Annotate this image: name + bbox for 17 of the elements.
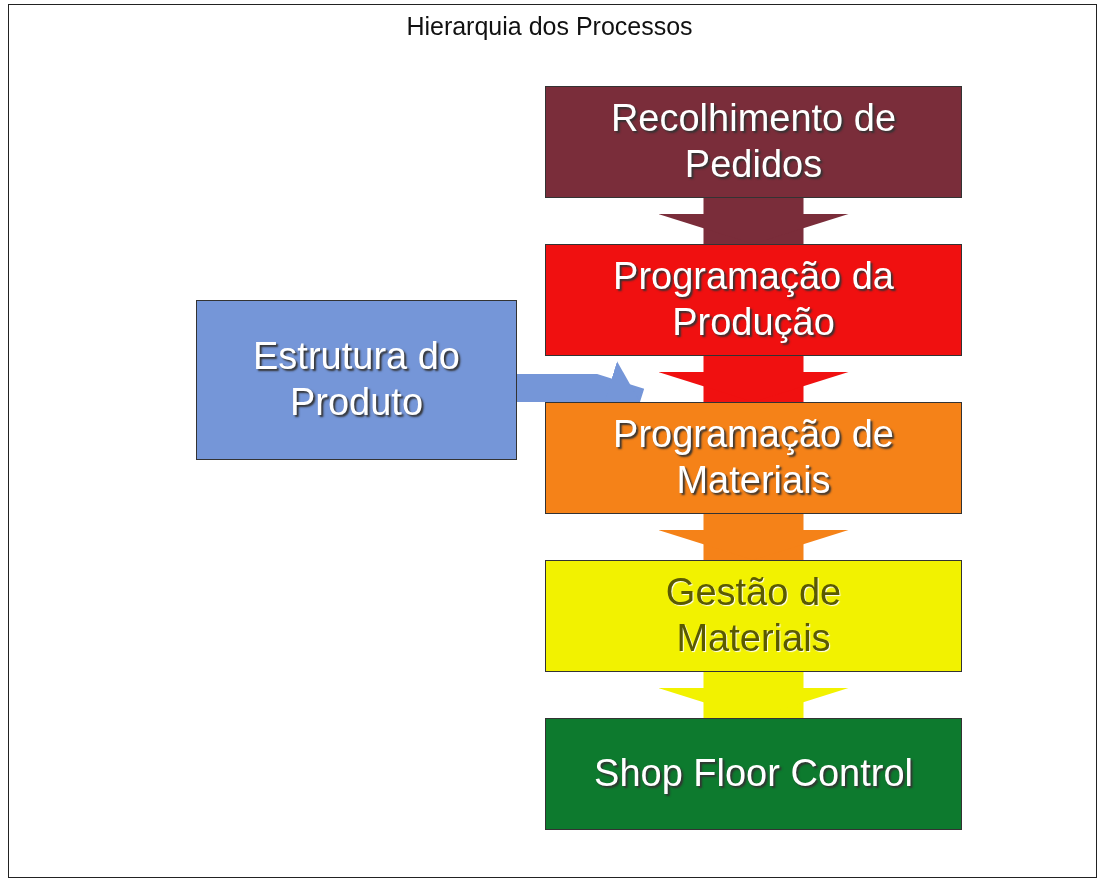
- process-box: [545, 560, 962, 672]
- box-label: Gestão de Materiais: [664, 570, 843, 661]
- box-label: Programação da Produção: [612, 254, 895, 345]
- diagram-title: Hierarquia dos Processos: [405, 12, 694, 41]
- box-label: Programação de Materiais: [612, 412, 895, 503]
- process-box: [545, 244, 962, 356]
- block-arrow: [658, 514, 849, 560]
- box-label: Recolhimento de Pedidos: [609, 96, 898, 187]
- process-box: [545, 86, 962, 198]
- box-label: Estrutura do Produto: [252, 334, 461, 425]
- box-label: Shop Floor Control: [593, 751, 914, 797]
- process-box: [545, 718, 962, 830]
- process-box: [196, 300, 517, 460]
- block-arrow: [658, 356, 849, 402]
- block-arrow: [658, 672, 849, 718]
- process-box: [545, 402, 962, 514]
- block-arrow: [658, 198, 849, 244]
